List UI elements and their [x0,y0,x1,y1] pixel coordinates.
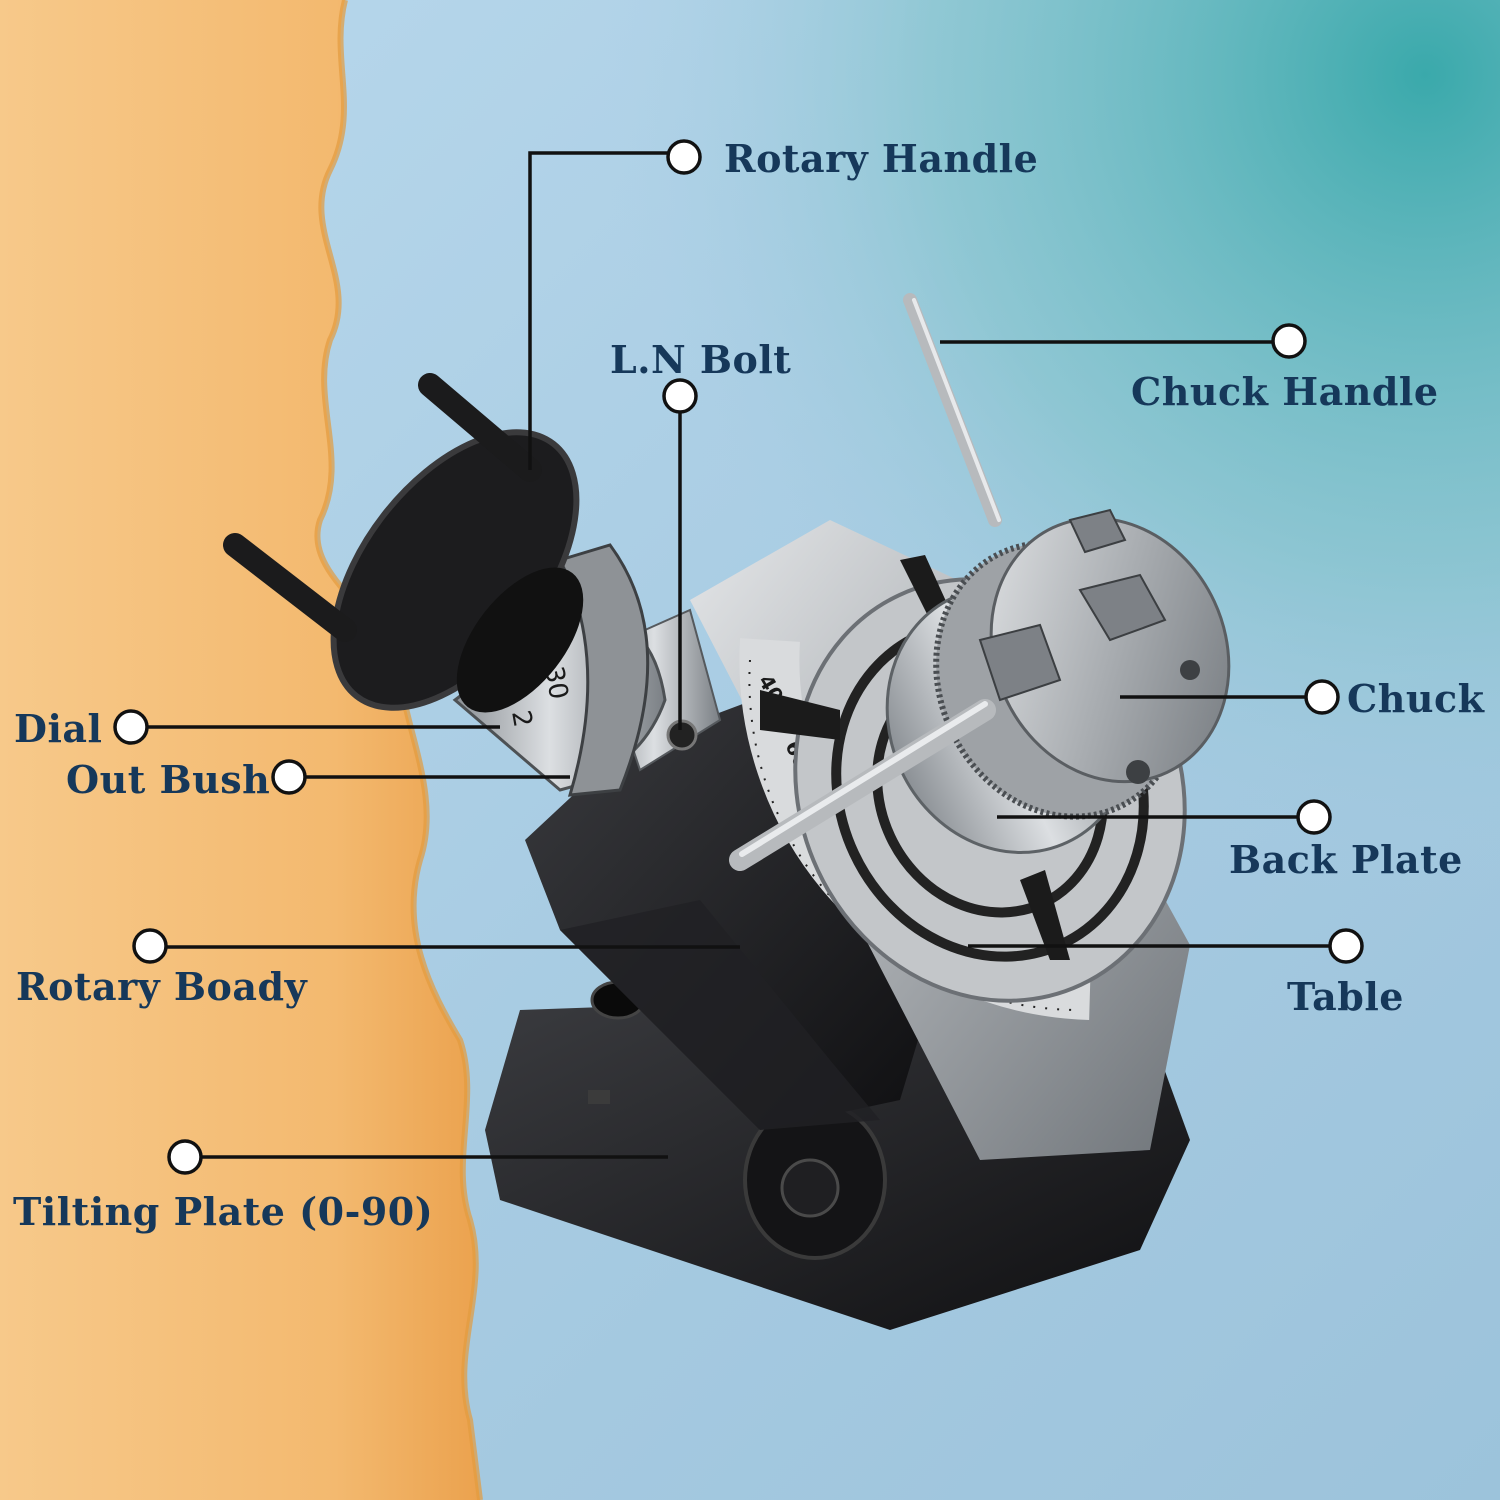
label-rotary-body: Rotary Boady [16,964,308,1009]
label-back-plate: Back Plate [1229,837,1463,882]
label-chuck-handle: Chuck Handle [1131,369,1439,414]
marker-out-bush [271,759,307,795]
chuck-jaw [1078,573,1167,642]
t-slot [1020,870,1070,960]
dial-number: 2 [505,708,537,730]
rotary-table-illustration: 0 40 60 70 80 90 100 110 120 130 [223,293,1231,1330]
rotary-handle-pin [418,373,542,482]
chuck-handle-bar-vertical-shade [912,298,1001,522]
orange-watercolor-wash [0,0,480,1500]
leader-rotary-handle [528,151,668,470]
ln-bolt-part [666,719,698,751]
chuck-jaw [1068,508,1127,554]
chuck-key-hole [1180,660,1200,680]
pivot-pin [780,1158,840,1218]
rotary-handle-pin [223,533,357,642]
label-dial: Dial [14,706,103,751]
chuck-handle-bar-horizontal [729,699,996,871]
rotary-handle-hub [456,567,584,713]
marker-dial [113,709,149,745]
marker-chuck-handle [1271,323,1307,359]
rotary-body-side [560,900,880,1130]
t-slot [900,555,950,620]
marker-back-plate [1296,799,1332,835]
label-rotary-handle: Rotary Handle [724,136,1039,181]
label-tilting-plate: Tilting Plate (0-90) [13,1189,434,1234]
base-screw [588,1090,610,1104]
chuck-key-hole [1126,760,1150,784]
marker-chuck [1304,679,1340,715]
label-table: Table [1287,974,1404,1019]
t-slot [760,690,840,740]
chuck-handle-bar-vertical [903,293,1002,527]
chuck-handle-bar-horizontal-shade [739,701,988,857]
chuck-jaw [978,623,1062,702]
marker-table [1328,928,1364,964]
label-out-bush: Out Bush [66,757,271,802]
label-ln-bolt: L.N Bolt [610,337,792,382]
marker-ln-bolt [662,378,698,414]
label-markers [113,139,1364,1175]
marker-tilting-plate [167,1139,203,1175]
marker-rotary-body [132,928,168,964]
leader-lines [148,151,1330,1159]
label-chuck: Chuck [1347,676,1485,721]
marker-rotary-handle [666,139,702,175]
